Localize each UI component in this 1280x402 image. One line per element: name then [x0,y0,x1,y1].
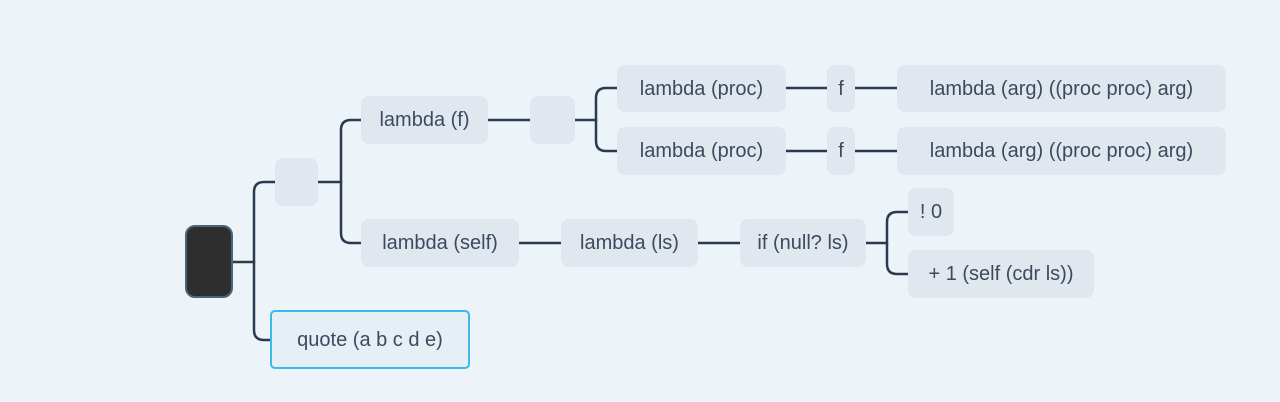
connector-if-plus-one [885,241,910,276]
node-lambda-arg-2[interactable]: lambda (arg) ((proc proc) arg) [897,127,1226,175]
connector-root-group [231,180,277,264]
node-f-1[interactable]: f [827,65,855,112]
unnamed-child-node[interactable] [530,96,575,144]
node-lambda-arg-1[interactable]: lambda (arg) ((proc proc) arg) [897,65,1226,112]
connector-group-lambda-f [316,118,363,184]
node-f-2[interactable]: f [827,127,855,175]
node-lambda-self[interactable]: lambda (self) [361,219,519,267]
node-quote-selected[interactable]: quote (a b c d e) [270,310,470,369]
connector-child-proc-1 [573,86,619,122]
root-node[interactable] [185,225,233,298]
connector-root-quote [252,260,273,342]
node-lambda-f[interactable]: lambda (f) [361,96,488,144]
node-lambda-proc-1[interactable]: lambda (proc) [617,65,786,112]
node-not-zero[interactable]: ! 0 [908,188,954,236]
node-plus-one[interactable]: + 1 (self (cdr ls)) [908,250,1094,298]
connector-if-zero [864,210,910,245]
connector-child-proc-2 [594,118,619,153]
node-lambda-proc-2[interactable]: lambda (proc) [617,127,786,175]
node-lambda-ls[interactable]: lambda (ls) [561,219,698,267]
unnamed-group-node[interactable] [275,158,318,206]
connector-group-lambda-self [339,180,363,245]
node-if-null[interactable]: if (null? ls) [740,219,866,267]
